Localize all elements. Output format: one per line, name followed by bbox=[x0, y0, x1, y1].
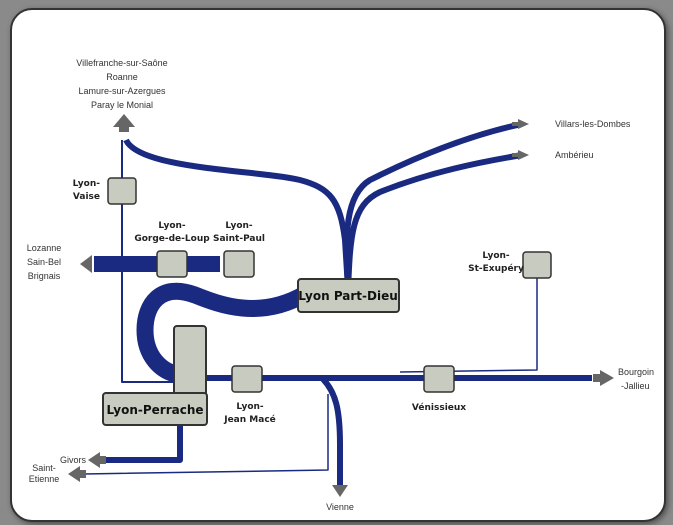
label-gorge-2: Gorge-de-Loup bbox=[134, 234, 210, 244]
track-villars bbox=[343, 121, 523, 289]
station-saint-paul bbox=[223, 250, 255, 278]
direction-arrows bbox=[68, 114, 614, 497]
dest-north-4: Paray le Monial bbox=[91, 100, 153, 110]
label-saint-paul-1: Lyon- bbox=[225, 221, 253, 231]
track-north-branch bbox=[123, 138, 351, 289]
station-perrache bbox=[102, 392, 208, 426]
track-vienne bbox=[319, 375, 343, 485]
station-labels: Lyon- Vaise Lyon- Gorge-de-Loup Lyon- Sa… bbox=[73, 179, 524, 425]
dest-saint-etienne-1: Saint- bbox=[32, 463, 56, 473]
arrow-icon bbox=[113, 114, 135, 132]
label-gorge-1: Lyon- bbox=[158, 221, 186, 231]
label-st-exupery-1: Lyon- bbox=[482, 251, 510, 261]
label-part-dieu: Lyon Part-Dieu bbox=[298, 289, 398, 303]
station-jean-mace bbox=[231, 365, 263, 393]
track-vaise-perrache bbox=[121, 140, 180, 383]
station-vaise bbox=[107, 177, 137, 205]
arrow-icon bbox=[68, 466, 86, 482]
label-saint-paul-2: Saint-Paul bbox=[213, 234, 265, 244]
label-jean-mace-2: Jean Macé bbox=[223, 414, 276, 425]
label-vaise-2: Vaise bbox=[73, 192, 100, 202]
label-vaise-1: Lyon- bbox=[73, 179, 101, 189]
label-perrache: Lyon-Perrache bbox=[106, 403, 203, 417]
track-st-exupery bbox=[399, 278, 538, 373]
dest-north-2: Roanne bbox=[106, 72, 138, 82]
track-amberieu bbox=[345, 152, 523, 293]
dest-north-1: Villefranche-sur-Saône bbox=[76, 58, 167, 68]
station-venissieux bbox=[423, 365, 455, 393]
station-part-dieu bbox=[297, 278, 400, 313]
label-st-exupery-2: St-Exupéry bbox=[468, 263, 524, 274]
dest-west-3: Brignais bbox=[28, 271, 61, 281]
arrow-icon bbox=[512, 150, 529, 160]
track-s-curve bbox=[136, 282, 310, 384]
arrow-icon bbox=[512, 119, 529, 129]
arrow-icon bbox=[593, 370, 614, 386]
destination-labels: Villefranche-sur-Saône Roanne Lamure-sur… bbox=[27, 58, 654, 512]
dest-givors: Givors bbox=[60, 455, 87, 465]
dest-amberieu: Ambérieu bbox=[555, 150, 594, 160]
dest-vienne: Vienne bbox=[326, 502, 354, 512]
dest-west-2: Sain-Bel bbox=[27, 257, 61, 267]
station-gorge-de-loup bbox=[156, 250, 188, 278]
stations bbox=[102, 177, 552, 426]
track-saint-etienne bbox=[83, 394, 329, 475]
arrow-icon bbox=[88, 452, 106, 468]
dest-west-1: Lozanne bbox=[27, 243, 62, 253]
station-perrache-tower bbox=[173, 325, 207, 397]
dest-bourgoin-2: -Jallieu bbox=[621, 381, 650, 391]
dest-north-3: Lamure-sur-Azergues bbox=[78, 86, 166, 96]
dest-saint-etienne-2: Etienne bbox=[29, 474, 60, 484]
arrow-icon bbox=[332, 485, 348, 497]
label-jean-mace-1: Lyon- bbox=[236, 402, 264, 412]
dest-villars: Villars-les-Dombes bbox=[555, 119, 631, 129]
dest-bourgoin-1: Bourgoin bbox=[618, 367, 654, 377]
station-st-exupery bbox=[522, 251, 552, 279]
arrow-icon bbox=[80, 255, 92, 273]
label-venissieux: Vénissieux bbox=[412, 402, 466, 413]
